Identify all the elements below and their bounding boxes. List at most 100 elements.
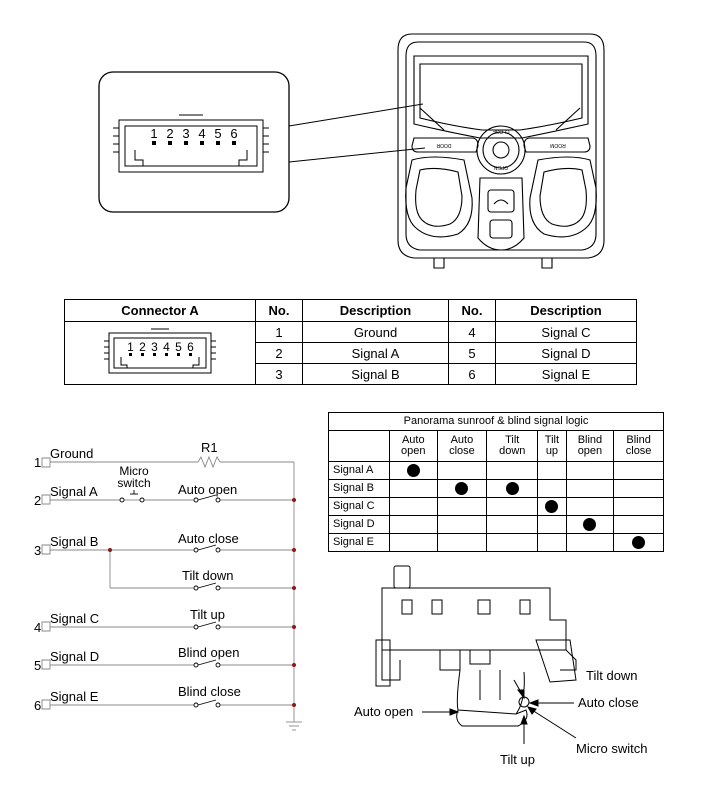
active-signal-dot — [455, 482, 469, 495]
pin-5-label: Signal D — [50, 649, 99, 664]
table-row: 1 2 3 4 5 6 1 Ground 4 Signal C — [64, 321, 637, 385]
callout-pin-4: 4 — [198, 126, 205, 141]
pin-4-number: 4 — [34, 620, 41, 635]
active-signal-dot — [545, 500, 559, 513]
callout-tilt-down: Tilt down — [586, 668, 638, 683]
logic-cell — [537, 461, 567, 480]
connector-a-drawing-cell: 1 2 3 4 5 6 — [64, 321, 256, 385]
pin-description: Signal A — [302, 342, 449, 364]
logic-cell — [436, 461, 488, 480]
table-row: Signal C — [328, 497, 664, 516]
pin-description: Signal D — [495, 342, 637, 364]
description-column-header: Description — [302, 299, 449, 322]
connector-callout: 1 2 3 4 5 6 — [98, 71, 290, 213]
callout-pin-5: 5 — [214, 126, 221, 141]
logic-row-label: Signal B — [328, 479, 390, 498]
connector-column-header: Connector A — [64, 299, 256, 322]
no-column-header: No. — [255, 299, 303, 322]
logic-cell — [486, 461, 539, 480]
logic-cell — [565, 515, 615, 534]
callout-tilt-up: Tilt up — [500, 752, 535, 767]
logic-cell — [613, 515, 664, 534]
logic-column-header: Blind close — [613, 430, 664, 462]
logic-cell — [389, 533, 438, 552]
pin-number: 6 — [448, 363, 496, 385]
callout-pin-3: 3 — [182, 126, 189, 141]
logic-table-title: Panorama sunroof & blind signal logic — [328, 412, 664, 431]
resistor-label: R1 — [201, 440, 218, 455]
logic-cell — [537, 497, 567, 516]
logic-cell — [389, 479, 438, 498]
logic-cell — [565, 479, 615, 498]
callout-auto-open: Auto open — [354, 704, 413, 719]
console-open-label: OPEN — [494, 164, 509, 170]
logic-cell — [486, 479, 539, 498]
overhead-console-drawing: DOOR ROOM CLOSE OPEN — [397, 33, 605, 269]
logic-corner-cell — [328, 430, 390, 462]
switch-assembly-drawing: Tilt down Auto close Auto open Micro swi… — [354, 565, 648, 767]
pin-4-label: Signal C — [50, 611, 99, 626]
callout-pin-1: 1 — [150, 126, 157, 141]
table-pin-4: 4 — [163, 340, 170, 354]
pin-number: 4 — [448, 321, 496, 343]
switch-tilt-down-label: Tilt down — [182, 568, 234, 583]
logic-cell — [436, 515, 488, 534]
logic-cell — [389, 515, 438, 534]
logic-cell — [436, 533, 488, 552]
description-column-header-2: Description — [495, 299, 637, 322]
pin-number: 5 — [448, 342, 496, 364]
logic-row-label: Signal D — [328, 515, 390, 534]
logic-row-label: Signal C — [328, 497, 390, 516]
logic-cell — [565, 497, 615, 516]
logic-cell — [436, 479, 488, 498]
pin-1-label: Ground — [50, 446, 93, 461]
callout-pin-squares — [152, 141, 236, 145]
logic-column-header: Blind open — [565, 430, 615, 462]
pin-6-label: Signal E — [50, 689, 99, 704]
table-row: Signal B — [328, 479, 664, 498]
logic-column-header: Tilt down — [486, 430, 539, 462]
table-row: Signal A — [328, 461, 664, 480]
callout-pin-6: 6 — [230, 126, 237, 141]
no-column-header-2: No. — [448, 299, 496, 322]
pin-2-number: 2 — [34, 493, 41, 508]
active-signal-dot — [505, 482, 519, 495]
pin-2-label: Signal A — [50, 484, 98, 499]
logic-column-header: Auto open — [389, 430, 438, 462]
switch-tilt-up-label: Tilt up — [190, 607, 225, 622]
pin-description: Signal B — [302, 363, 449, 385]
table-pin-5: 5 — [175, 340, 182, 354]
logic-cell — [537, 479, 567, 498]
switch-blind-close-label: Blind close — [178, 684, 241, 699]
table-row: 3 Signal B 6 Signal E — [65, 363, 637, 385]
table-row: Signal E — [328, 533, 664, 552]
table-row: Signal D — [328, 515, 664, 534]
pin-description: Ground — [302, 321, 449, 343]
console-close-label: CLOSE — [492, 128, 510, 134]
logic-cell — [565, 461, 615, 480]
pin-description: Signal E — [495, 363, 637, 385]
pin-number: 2 — [255, 342, 303, 364]
logic-cell — [537, 515, 567, 534]
table-pin-6: 6 — [187, 340, 194, 354]
logic-cell — [613, 497, 664, 516]
pin-6-number: 6 — [34, 698, 41, 713]
active-signal-dot — [583, 518, 597, 531]
logic-cell — [613, 461, 664, 480]
connector-pin-table: Connector A No. Description No. Descript… — [64, 299, 637, 385]
circuit-diagram: 1 2 3 4 5 6 Ground Signal A Signal B Sig… — [34, 440, 302, 731]
table-pin-3: 3 — [151, 340, 158, 354]
switch-auto-open-label: Auto open — [178, 482, 237, 497]
logic-row-label: Signal E — [328, 533, 390, 552]
logic-cell — [613, 533, 664, 552]
pin-number: 1 — [255, 321, 303, 343]
pin-description: Signal C — [495, 321, 637, 343]
pin-3-label: Signal B — [50, 534, 98, 549]
logic-cell — [486, 497, 539, 516]
callout-pin-2: 2 — [166, 126, 173, 141]
connector-a-icon: 1 2 3 4 5 6 — [104, 328, 216, 373]
switch-auto-close-label: Auto close — [178, 531, 239, 546]
pin-number: 3 — [255, 363, 303, 385]
logic-cell — [389, 497, 438, 516]
